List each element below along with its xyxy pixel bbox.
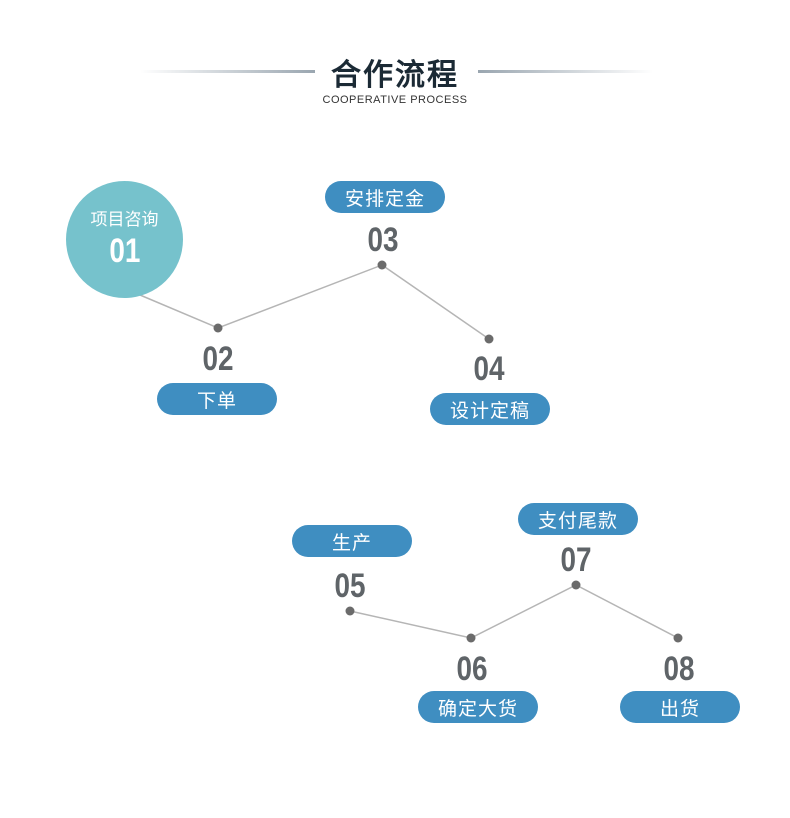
header-divider-right bbox=[478, 70, 653, 73]
step-02-label: 下单 bbox=[157, 383, 277, 415]
dot-step-03 bbox=[377, 260, 387, 270]
dot-step-04 bbox=[484, 334, 494, 344]
step-05-number: 05 bbox=[334, 567, 366, 605]
header-divider-left bbox=[140, 70, 315, 73]
step-04-number: 04 bbox=[473, 350, 505, 388]
step-02-number: 02 bbox=[202, 340, 234, 378]
connector-row-1 bbox=[139, 264, 490, 340]
dot-step-07 bbox=[571, 580, 581, 590]
step-06-number: 06 bbox=[456, 650, 488, 688]
step-07-label: 支付尾款 bbox=[518, 503, 638, 535]
step-08-label: 出货 bbox=[620, 691, 740, 723]
step-06-label: 确定大货 bbox=[418, 691, 538, 723]
step-08-number: 08 bbox=[663, 650, 695, 688]
dot-step-05 bbox=[345, 606, 355, 616]
dot-step-08 bbox=[673, 633, 683, 643]
step-01-circle: 项目咨询 01 bbox=[66, 181, 183, 298]
step-04-label: 设计定稿 bbox=[430, 393, 550, 425]
step-07-number: 07 bbox=[560, 541, 592, 579]
step-03-label: 安排定金 bbox=[325, 181, 445, 213]
page-subtitle: COOPERATIVE PROCESS bbox=[322, 94, 468, 106]
step-03-number: 03 bbox=[367, 221, 399, 259]
step-01-number: 01 bbox=[108, 231, 141, 270]
connector-row-2 bbox=[349, 584, 679, 639]
page-title: 合作流程 bbox=[331, 58, 459, 93]
dot-step-06 bbox=[466, 633, 476, 643]
step-01-label: 项目咨询 bbox=[90, 209, 159, 230]
dot-step-02 bbox=[213, 323, 223, 333]
step-05-label: 生产 bbox=[292, 525, 412, 557]
